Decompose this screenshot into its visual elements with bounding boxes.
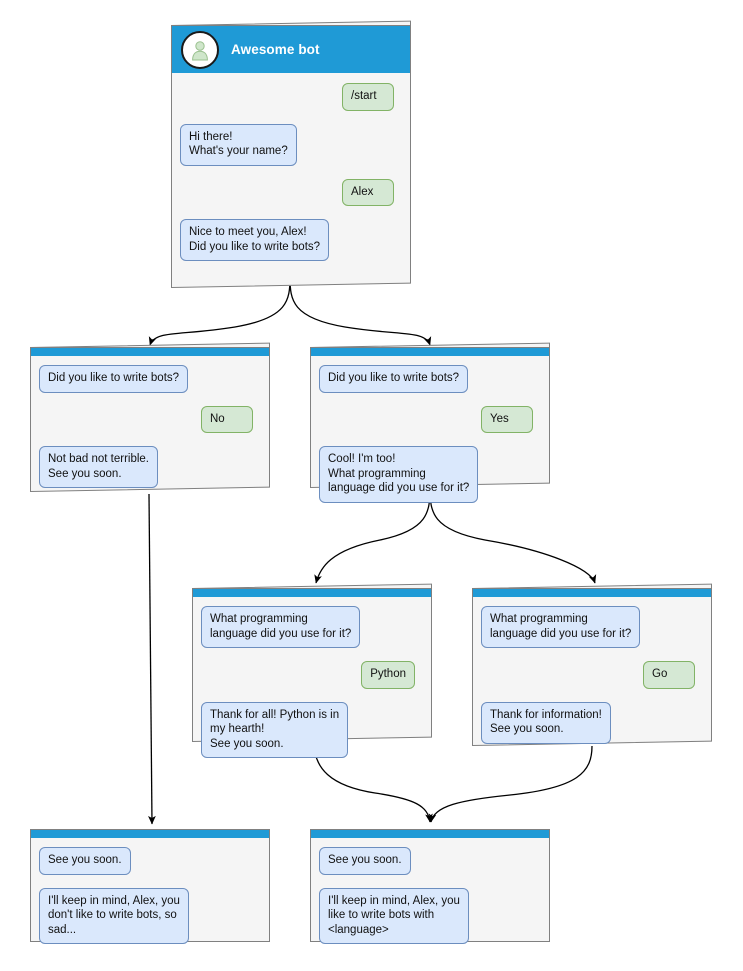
user-message-bubble: Go — [643, 661, 695, 689]
message-row: No — [39, 405, 261, 433]
message-row: Not bad not terrible. See you soon. — [39, 446, 261, 488]
message-row: I'll keep in mind, Alex, you don't like … — [39, 887, 261, 944]
root-chat-body: /start Hi there! What's your name? Alex … — [171, 73, 411, 261]
branch-yes-titlebar — [310, 347, 550, 356]
bot-message-bubble: I'll keep in mind, Alex, you don't like … — [39, 887, 189, 944]
message-row: Go — [481, 661, 703, 689]
bot-message-bubble: I'll keep in mind, Alex, you like to wri… — [319, 887, 469, 944]
branch-yes-chat-body: Did you like to write bots? Yes Cool! I'… — [310, 356, 550, 503]
message-row: See you soon. — [39, 847, 261, 875]
branch-go-titlebar — [472, 588, 712, 597]
bot-message-bubble: See you soon. — [39, 847, 131, 875]
edge-go-to-end-yes — [428, 745, 593, 823]
end-yes-chat-window[interactable]: See you soon. I'll keep in mind, Alex, y… — [310, 829, 550, 944]
bot-message-bubble: Not bad not terrible. See you soon. — [39, 446, 159, 488]
bot-message-bubble: Did you like to write bots? — [39, 365, 189, 393]
bot-message-bubble: Nice to meet you, Alex! Did you like to … — [180, 219, 330, 261]
message-row: What programming language did you use fo… — [481, 606, 703, 648]
branch-go-chat-window[interactable]: What programming language did you use fo… — [472, 583, 712, 746]
message-row: Python — [201, 661, 423, 689]
user-message-bubble: No — [201, 405, 253, 433]
branch-no-chat-window[interactable]: Did you like to write bots? No Not bad n… — [30, 342, 270, 492]
person-avatar-icon — [181, 30, 219, 69]
root-window-titlebar: Awesome bot — [171, 25, 411, 73]
message-row: /start — [180, 83, 402, 111]
message-row: Cool! I'm too! What programming language… — [319, 446, 541, 503]
bot-name-label: Awesome bot — [231, 42, 320, 57]
message-row: Did you like to write bots? — [39, 365, 261, 393]
message-row: Hi there! What's your name? — [180, 123, 402, 166]
branch-no-titlebar — [30, 347, 270, 356]
message-row: Alex — [180, 178, 402, 206]
bot-message-bubble: Did you like to write bots? — [319, 365, 469, 393]
branch-go-chat-body: What programming language did you use fo… — [472, 597, 712, 744]
edge-no-to-end-no — [148, 493, 156, 825]
branch-yes-chat-window[interactable]: Did you like to write bots? Yes Cool! I'… — [310, 342, 550, 503]
message-row: Did you like to write bots? — [319, 365, 541, 393]
message-row: Nice to meet you, Alex! Did you like to … — [180, 219, 402, 261]
bot-message-bubble: Thank for all! Python is in my hearth! S… — [201, 701, 349, 758]
user-message-bubble: Python — [361, 661, 415, 689]
message-row: Yes — [319, 405, 541, 433]
message-row: Thank for all! Python is in my hearth! S… — [201, 701, 423, 758]
end-no-chat-body: See you soon. I'll keep in mind, Alex, y… — [30, 838, 270, 944]
message-row: Thank for information! See you soon. — [481, 701, 703, 744]
bot-message-bubble: Thank for information! See you soon. — [481, 701, 611, 744]
branch-python-chat-body: What programming language did you use fo… — [192, 597, 432, 758]
end-no-chat-window[interactable]: See you soon. I'll keep in mind, Alex, y… — [30, 829, 270, 944]
branch-no-chat-body: Did you like to write bots? No Not bad n… — [30, 356, 270, 488]
bot-message-bubble: What programming language did you use fo… — [201, 606, 361, 648]
bot-message-bubble: See you soon. — [319, 847, 411, 875]
bot-message-bubble: Hi there! What's your name? — [180, 123, 297, 166]
user-message-bubble: Yes — [481, 405, 533, 433]
end-no-titlebar — [30, 829, 270, 838]
message-row: I'll keep in mind, Alex, you like to wri… — [319, 887, 541, 944]
branch-python-titlebar — [192, 588, 432, 597]
message-row: See you soon. — [319, 847, 541, 875]
user-message-bubble: Alex — [342, 178, 394, 206]
root-chat-window[interactable]: Awesome bot /start Hi there! What's your… — [171, 20, 411, 288]
end-yes-chat-body: See you soon. I'll keep in mind, Alex, y… — [310, 838, 550, 944]
branch-python-chat-window[interactable]: What programming language did you use fo… — [192, 583, 432, 758]
message-row: What programming language did you use fo… — [201, 606, 423, 648]
end-yes-titlebar — [310, 829, 550, 838]
bot-message-bubble: What programming language did you use fo… — [481, 606, 641, 648]
bot-message-bubble: Cool! I'm too! What programming language… — [319, 446, 479, 503]
user-message-bubble: /start — [342, 83, 394, 111]
